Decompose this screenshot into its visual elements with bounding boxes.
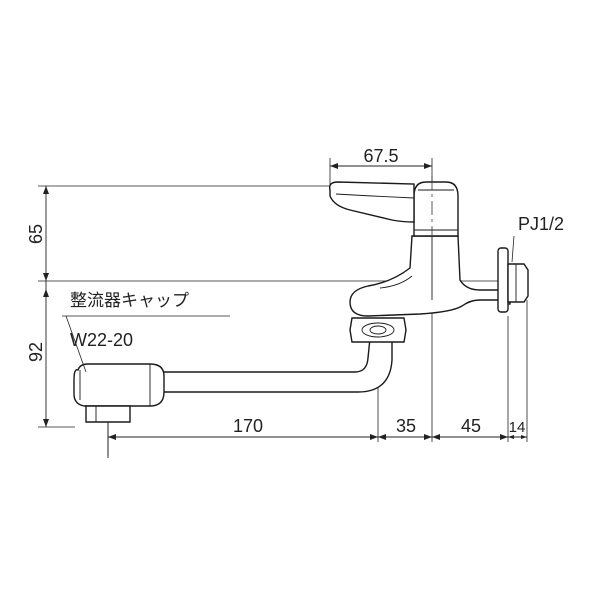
thread-label: PJ1/2 <box>518 214 564 234</box>
handle-column <box>413 181 459 237</box>
faucet-body <box>349 235 501 317</box>
lever-handle-detail <box>335 193 415 199</box>
aerator-nozzle <box>85 405 131 423</box>
spout-length-label: 170 <box>233 416 263 436</box>
spout-to-body-label: 35 <box>396 416 416 436</box>
arrowhead <box>330 163 338 169</box>
handle-offset-label: 67.5 <box>363 146 398 166</box>
swivel-nut-inner <box>369 325 387 335</box>
wall-thread <box>507 263 529 303</box>
arrowhead <box>378 434 386 440</box>
arrowhead <box>432 434 440 440</box>
spout-pipe <box>159 337 393 393</box>
flange-label: 14 <box>509 419 526 436</box>
swivel-nut <box>349 317 407 343</box>
arrowhead <box>521 435 527 439</box>
aerator-cap <box>73 363 165 407</box>
arrowhead <box>43 289 49 297</box>
arrowhead <box>43 273 49 281</box>
swivel-nut-ring <box>361 322 395 338</box>
arrowhead <box>43 186 49 194</box>
aerator-leader <box>65 315 87 373</box>
wall-flange <box>497 247 509 313</box>
arrowhead <box>43 419 49 427</box>
body-to-wall-label: 45 <box>461 416 481 436</box>
arrowhead <box>424 163 432 169</box>
arrowhead <box>108 434 116 440</box>
height-lower-label: 92 <box>26 342 46 362</box>
arrowhead <box>508 435 514 439</box>
arrowhead <box>424 434 432 440</box>
lever-handle <box>328 181 415 223</box>
height-upper-label: 65 <box>26 224 46 244</box>
aerator-spec-label: W22-20 <box>70 330 133 350</box>
arrowhead <box>370 434 378 440</box>
thread-leader <box>511 235 515 263</box>
arrowhead <box>500 434 508 440</box>
aerator-cap-label: 整流器キャップ <box>70 291 189 311</box>
